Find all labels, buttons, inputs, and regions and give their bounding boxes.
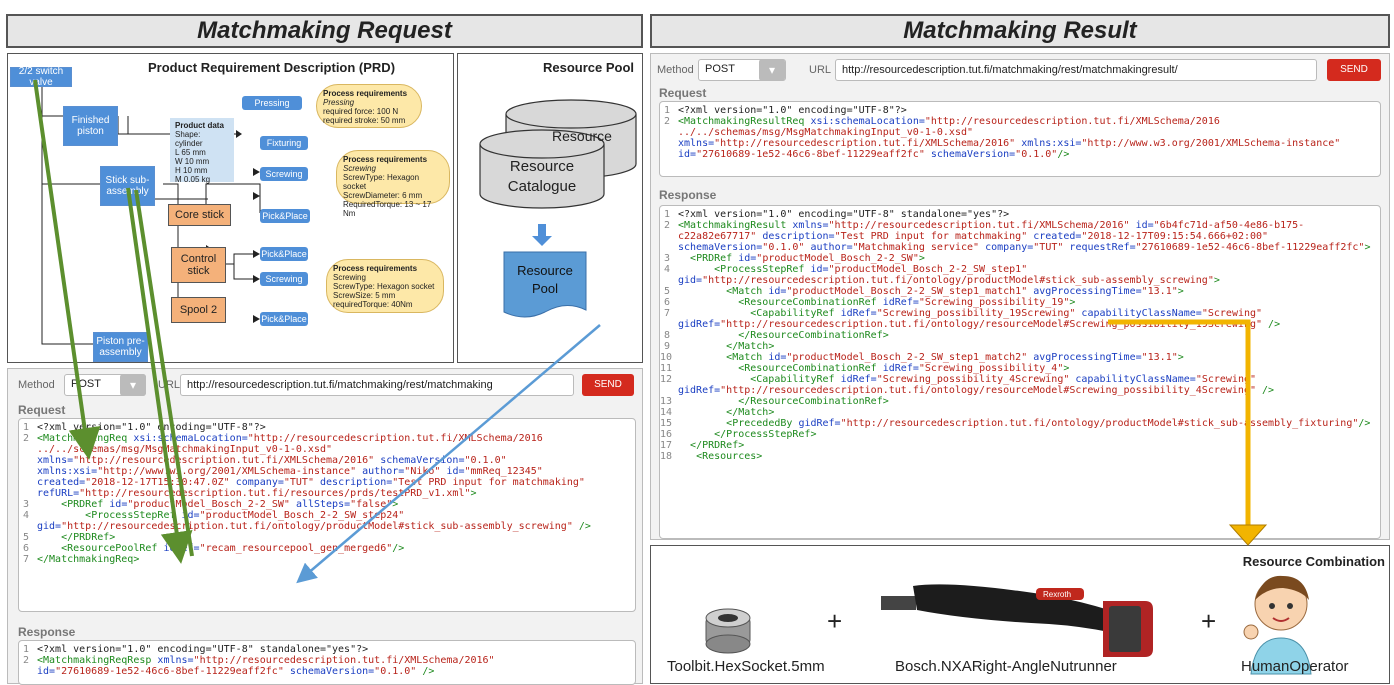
resource-combination-title: Resource Combination (1242, 554, 1385, 569)
resource-pool-doc-label: Resource Pool (517, 263, 573, 296)
resource-images: Rexroth (705, 575, 1312, 675)
response-label: Response (18, 625, 76, 639)
process-req-pressing: Process requirements Pressing required f… (316, 84, 422, 128)
method-label: Method (657, 64, 694, 76)
node-piston-pre-assembly: Piston pre-assembly (93, 332, 148, 362)
node-finished-piston: Finished piston (63, 106, 118, 146)
resource-pool-panel: Resource Pool Resource Resource Catalogu… (457, 53, 643, 363)
matchmaking-request-client: Method POST ▾ URL http://resourcedescrip… (7, 368, 643, 685)
resource-name-operator: HumanOperator (1241, 658, 1349, 675)
step-screwing-1: Screwing (260, 167, 308, 181)
step-pickplace-2: Pick&Place (260, 247, 308, 261)
node-control-stick: Control stick (171, 247, 226, 283)
send-button[interactable]: SEND (582, 374, 634, 396)
chevron-down-icon[interactable]: ▾ (759, 59, 785, 81)
resource-name-toolbit: Toolbit.HexSocket.5mm (667, 658, 825, 675)
chevron-down-icon[interactable]: ▾ (120, 374, 146, 396)
response-label: Response (659, 188, 717, 202)
step-pickplace-3: Pick&Place (260, 312, 308, 326)
method-label: Method (18, 379, 55, 391)
url-label: URL (809, 64, 832, 76)
process-req-screwing-1: Process requirements Screwing ScrewType:… (336, 150, 450, 218)
plus-sign-2: + (1201, 606, 1217, 636)
hex-socket-icon (705, 608, 751, 654)
node-stick-sub-assembly: Stick sub-assembly (100, 166, 155, 206)
resource-combination-panel: Resource Combination Rexroth + + Toolbit… (650, 545, 1390, 684)
node-switch-valve: 2/2 switch valve (10, 66, 72, 88)
left-header: Matchmaking Request (6, 14, 643, 48)
request-code-editor[interactable]: 1<?xml version="1.0" encoding="UTF-8"?> … (18, 418, 636, 612)
url-input[interactable]: http://resourcedescription.tut.fi/matchm… (835, 59, 1317, 81)
product-data-note: Product data Shape: cylinder L 65 mm W 1… (170, 118, 234, 184)
step-pickplace-1: Pick&Place (260, 209, 310, 223)
result-request-code-editor[interactable]: 1<?xml version="1.0" encoding="UTF-8"?> … (659, 101, 1381, 177)
response-code-editor[interactable]: 1<?xml version="1.0" encoding="UTF-8" st… (18, 640, 636, 685)
svg-text:Rexroth: Rexroth (1043, 590, 1071, 599)
matchmaking-result-client: Method POST ▾ URL http://resourcedescrip… (650, 53, 1390, 540)
step-screwing-2: Screwing (260, 272, 308, 286)
catalogue-back-label: Resource (552, 128, 612, 144)
send-button[interactable]: SEND (1327, 59, 1381, 81)
catalogue-front-label: Resource Catalogue (507, 158, 577, 195)
resource-name-nutrunner: Bosch.NXARight-AngleNutrunner (895, 658, 1117, 675)
process-req-screwing-2: Process requirements Screwing ScrewType:… (326, 259, 444, 313)
step-fixturing: Fixturing (260, 136, 308, 150)
prd-title: Product Requirement Description (PRD) (148, 60, 396, 75)
right-header: Matchmaking Result (650, 14, 1390, 48)
result-response-code-editor[interactable]: 1<?xml version="1.0" encoding="UTF-8" st… (659, 205, 1381, 539)
url-input[interactable]: http://resourcedescription.tut.fi/matchm… (180, 374, 574, 396)
plus-sign-1: + (827, 606, 843, 636)
catalogue-cylinders (479, 99, 637, 318)
step-pressing: Pressing (242, 96, 302, 110)
human-operator-icon (1243, 575, 1312, 675)
node-core-stick: Core stick (168, 204, 231, 226)
node-spool-2: Spool 2 (171, 297, 226, 323)
url-label: URL (158, 379, 181, 391)
request-label: Request (659, 86, 707, 100)
prd-panel: Product Requirement Description (PRD) 2/… (7, 53, 454, 363)
nutrunner-icon: Rexroth (881, 584, 1153, 657)
request-label: Request (18, 403, 66, 417)
resource-pool-title: Resource Pool (542, 60, 634, 75)
